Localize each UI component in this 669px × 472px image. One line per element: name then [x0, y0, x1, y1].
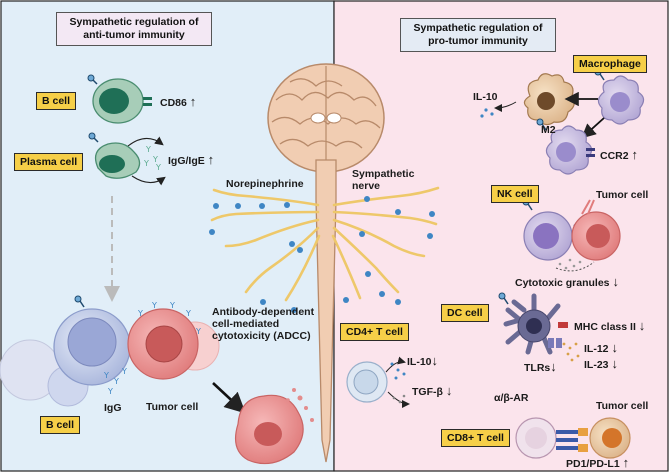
cd8-interaction	[515, 417, 631, 459]
svg-text:Y: Y	[143, 159, 149, 168]
il12-down-arrow: ↓	[611, 340, 618, 355]
sympathetic-line1: Sympathetic	[352, 168, 415, 180]
norepinephrine-molecules	[209, 196, 435, 313]
tgfb-text: TGF-β	[412, 386, 443, 398]
svg-text:Y: Y	[121, 367, 127, 376]
svg-text:Y: Y	[152, 155, 158, 164]
adcc-line3: cytotoxicity (ADCC)	[212, 330, 311, 343]
mhc-class-ii-label: MHC class II ↓	[574, 318, 646, 334]
ccr2-macrophage	[536, 118, 595, 175]
svg-text:Y: Y	[107, 387, 113, 396]
b-cell-top	[87, 74, 152, 124]
ccr2-text: CCR2	[600, 150, 629, 162]
cytotoxic-granules-down-arrow: ↓	[612, 274, 619, 289]
cd4-il10-label: IL-10↓	[407, 353, 439, 369]
pd1-pdl1-up-arrow: ↑	[622, 455, 630, 470]
adcc-line1: Antibody-dependent	[212, 306, 315, 318]
adcc-arrow	[212, 382, 246, 414]
il23-text: IL-23	[584, 359, 609, 371]
igg-label: IgG	[104, 402, 122, 414]
norepinephrine-label: Norepinephrine	[226, 178, 304, 190]
plasma-cell-tag: Plasma cell	[14, 153, 84, 171]
m2-il10-label: IL-10	[473, 91, 498, 103]
mhc-class-ii-text: MHC class II	[574, 321, 636, 333]
igg-ige-label: IgG/IgE ↑	[168, 152, 215, 168]
cd4-il10-down-arrow: ↓	[431, 353, 439, 368]
cytotoxic-granules-text: Cytotoxic granules	[515, 277, 610, 289]
nk-cell-interaction	[522, 198, 621, 272]
left-title-line2: anti-tumor immunity	[83, 29, 185, 42]
svg-text:Y: Y	[137, 309, 143, 318]
cd86-label: CD86 ↑	[160, 94, 197, 110]
svg-text:Y: Y	[155, 163, 161, 172]
macrophage-cell	[564, 68, 645, 139]
spinal-cord	[315, 159, 337, 463]
m2-macrophage	[480, 73, 575, 126]
tumor-cell-left-label: Tumor cell	[146, 401, 199, 413]
tgfb-label: TGF-β ↓	[412, 383, 453, 399]
mhc-class-ii-down-arrow: ↓	[638, 318, 646, 333]
cd8-tumor-cell-label: Tumor cell	[596, 400, 649, 412]
tgfb-down-arrow: ↓	[445, 383, 453, 398]
left-title-line1: Sympathetic regulation of	[69, 16, 199, 28]
cd86-text: CD86	[160, 97, 187, 109]
nk-tumor-cell-label: Tumor cell	[596, 189, 649, 201]
il12-text: IL-12	[584, 343, 609, 355]
igg-ige-text: IgG/IgE	[168, 155, 205, 167]
cytotoxic-granules-label: Cytotoxic granules ↓	[515, 274, 619, 290]
tlrs-label: TLRs↓	[524, 359, 557, 375]
b-cell-top-tag: B cell	[36, 92, 77, 110]
svg-text:Y: Y	[151, 301, 157, 310]
svg-text:Y: Y	[169, 301, 175, 310]
right-title-line2: pro-tumor immunity	[428, 35, 528, 48]
right-panel-title: Sympathetic regulation of pro-tumor immu…	[400, 18, 556, 53]
sympathetic-line2: nerve	[352, 180, 381, 193]
left-panel-title: Sympathetic regulation of anti-tumor imm…	[56, 12, 212, 47]
svg-text:Y: Y	[113, 377, 119, 386]
cd86-up-arrow: ↑	[189, 94, 197, 109]
igg-ige-up-arrow: ↑	[207, 152, 215, 167]
right-title-line1: Sympathetic regulation of	[413, 22, 543, 34]
ccr2-label: CCR2 ↑	[600, 147, 639, 163]
adcc-line2: cell-mediated	[212, 318, 280, 331]
dc-cell-tag: DC cell	[441, 304, 489, 322]
svg-text:Y: Y	[195, 327, 201, 336]
lysed-tumor-cell	[235, 388, 314, 465]
sympathetic-nerves	[210, 186, 440, 302]
ab-ar-label: α/β-AR	[494, 392, 529, 404]
cd8-t-cell-tag: CD8+ T cell	[441, 429, 510, 447]
il12-label: IL-12 ↓	[584, 340, 618, 356]
svg-text:Y: Y	[103, 371, 109, 380]
cd4-t-cell	[346, 356, 410, 408]
svg-text:Y: Y	[185, 309, 191, 318]
nk-cell-tag: NK cell	[491, 185, 539, 203]
m2-label: M2	[541, 124, 556, 136]
pd1-pdl1-label: PD1/PD-L1 ↑	[566, 455, 630, 471]
tlrs-down-arrow: ↓	[550, 359, 557, 374]
svg-text:Y: Y	[145, 145, 151, 154]
pd1-pdl1-text: PD1/PD-L1	[566, 458, 620, 470]
cd4-t-cell-tag: CD4+ T cell	[340, 323, 409, 341]
adcc-label: Antibody-dependent cell-mediated cytotox…	[212, 306, 314, 342]
sympathetic-nerve-label: Sympathetic nerve	[352, 168, 414, 192]
b-cell-bottom-tag: B cell	[40, 416, 81, 434]
il23-down-arrow: ↓	[611, 356, 618, 371]
ccr2-up-arrow: ↑	[631, 147, 639, 162]
dc-cell	[498, 292, 580, 362]
brain	[267, 63, 385, 173]
tlrs-text: TLRs	[524, 362, 551, 374]
macrophage-tag: Macrophage	[573, 55, 647, 73]
il23-label: IL-23 ↓	[584, 356, 618, 372]
cd4-il10-text: IL-10	[407, 356, 432, 368]
